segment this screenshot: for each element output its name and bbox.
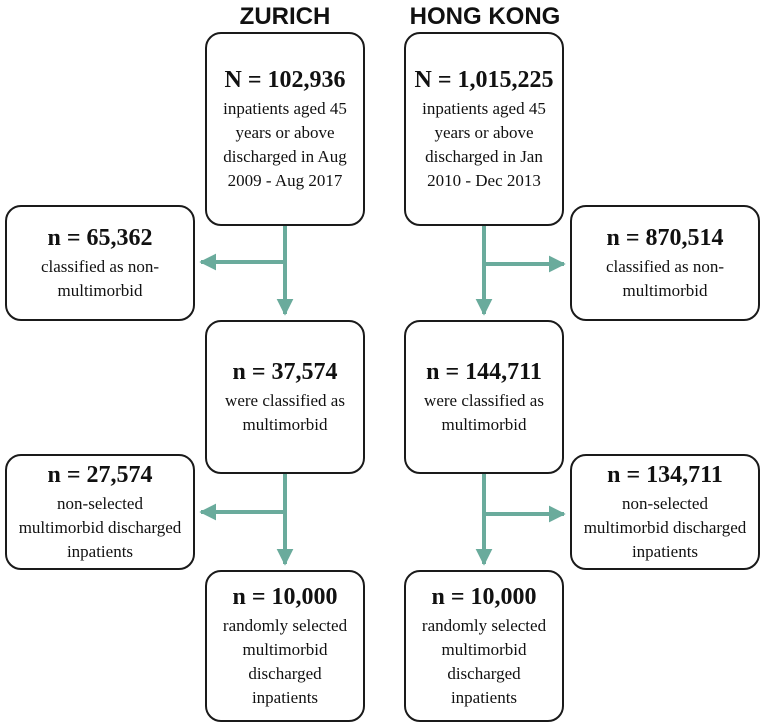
- zurich-total-box: N = 102,936 inpatients aged 45 years or …: [205, 32, 365, 226]
- zurich-nonselected-desc-2: multimorbid discharged: [18, 518, 182, 537]
- hongkong-title: HONG KONG: [409, 3, 561, 30]
- hongkong-selected-desc-1: randomly selected: [421, 616, 547, 635]
- zurich-selected-desc-3: discharged: [248, 664, 322, 683]
- hongkong-total-box: N = 1,015,225 inpatients aged 45 years o…: [404, 32, 564, 226]
- zurich-total-desc-2: years or above: [235, 123, 335, 142]
- zurich-nonselected-desc-3: inpatients: [66, 542, 134, 561]
- zurich-nonselected-count: n = 27,574: [47, 462, 153, 488]
- zurich-excluded-box: n = 65,362 classified as non- multimorbi…: [5, 205, 195, 321]
- hongkong-selected-desc-4: inpatients: [450, 688, 518, 707]
- hongkong-nonselected-desc-2: multimorbid discharged: [583, 518, 747, 537]
- hongkong-selected-count: n = 10,000: [431, 584, 537, 610]
- hongkong-selected-box: n = 10,000 randomly selected multimorbid…: [404, 570, 564, 722]
- hongkong-total-desc-3: discharged in Jan: [425, 147, 543, 166]
- hongkong-excluded-desc-1: classified as non-: [605, 257, 725, 276]
- zurich-excluded-desc-1: classified as non-: [40, 257, 160, 276]
- zurich-total-count: N = 102,936: [224, 67, 346, 93]
- zurich-nonselected-desc-1: non-selected: [57, 494, 143, 513]
- hongkong-total-count: N = 1,015,225: [414, 67, 554, 93]
- zurich-selected-desc-4: inpatients: [251, 688, 319, 707]
- zurich-selected-count: n = 10,000: [232, 584, 338, 610]
- zurich-total-desc-3: discharged in Aug: [223, 147, 347, 166]
- hongkong-nonselected-box: n = 134,711 non-selected multimorbid dis…: [570, 454, 760, 570]
- zurich-nonselected-box: n = 27,574 non-selected multimorbid disc…: [5, 454, 195, 570]
- hongkong-total-desc-1: inpatients aged 45: [422, 99, 546, 118]
- zurich-title: ZURICH: [239, 3, 331, 30]
- zurich-total-desc-1: inpatients aged 45: [223, 99, 347, 118]
- hongkong-multimorbid-desc-1: were classified as: [424, 391, 544, 410]
- hongkong-nonselected-count: n = 134,711: [607, 462, 723, 488]
- zurich-excluded-count: n = 65,362: [47, 225, 153, 251]
- hongkong-total-desc-4: 2010 - Dec 2013: [427, 171, 541, 190]
- hongkong-multimorbid-desc-2: multimorbid: [441, 415, 527, 434]
- hongkong-excluded-box: n = 870,514 classified as non- multimorb…: [570, 205, 760, 321]
- zurich-multimorbid-count: n = 37,574: [232, 359, 338, 385]
- hongkong-multimorbid-count: n = 144,711: [426, 359, 542, 385]
- hongkong-multimorbid-box: n = 144,711 were classified as multimorb…: [404, 320, 564, 474]
- hongkong-nonselected-desc-3: inpatients: [631, 542, 699, 561]
- zurich-selected-box: n = 10,000 randomly selected multimorbid…: [205, 570, 365, 722]
- hongkong-excluded-count: n = 870,514: [606, 225, 724, 251]
- zurich-selected-desc-1: randomly selected: [222, 616, 348, 635]
- hongkong-selected-desc-3: discharged: [447, 664, 521, 683]
- hongkong-nonselected-desc-1: non-selected: [622, 494, 708, 513]
- hongkong-total-desc-2: years or above: [434, 123, 534, 142]
- hongkong-excluded-desc-2: multimorbid: [622, 281, 708, 300]
- zurich-multimorbid-desc-2: multimorbid: [242, 415, 328, 434]
- zurich-multimorbid-box: n = 37,574 were classified as multimorbi…: [205, 320, 365, 474]
- zurich-total-desc-4: 2009 - Aug 2017: [227, 171, 343, 190]
- zurich-excluded-desc-2: multimorbid: [57, 281, 143, 300]
- zurich-multimorbid-desc-1: were classified as: [225, 391, 345, 410]
- zurich-selected-desc-2: multimorbid: [242, 640, 328, 659]
- hongkong-selected-desc-2: multimorbid: [441, 640, 527, 659]
